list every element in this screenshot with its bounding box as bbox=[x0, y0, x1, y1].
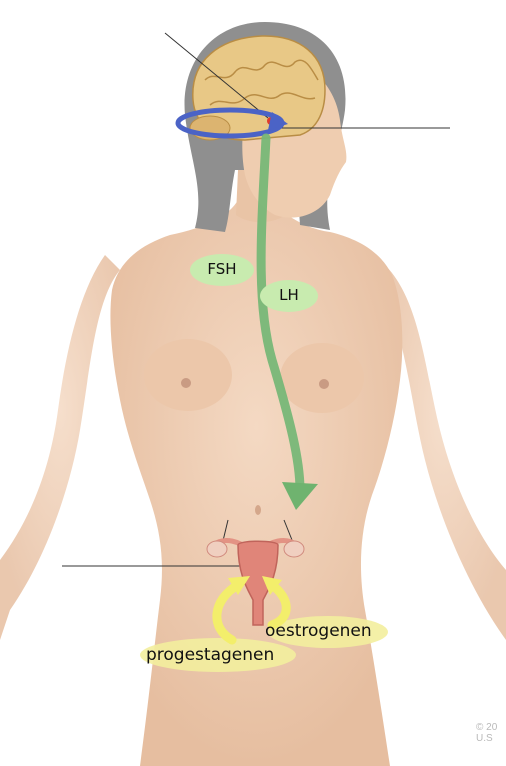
fsh-label: FSH bbox=[202, 260, 242, 278]
torso bbox=[110, 200, 402, 766]
progestagenen-label: progestagenen bbox=[146, 645, 274, 665]
left-ovary bbox=[207, 541, 227, 557]
left-breast bbox=[144, 339, 232, 411]
copyright-line-1: © 20 bbox=[476, 722, 506, 733]
left-arm bbox=[0, 255, 120, 640]
copyright-line-2: U.S bbox=[476, 733, 506, 744]
copyright-notice: © 20 U.S bbox=[476, 722, 506, 744]
right-ovary bbox=[284, 541, 304, 557]
navel bbox=[255, 505, 261, 515]
lh-label: LH bbox=[272, 286, 306, 304]
right-nipple bbox=[319, 379, 329, 389]
right-breast bbox=[280, 343, 364, 413]
left-nipple bbox=[181, 378, 191, 388]
oestrogenen-label: oestrogenen bbox=[265, 621, 372, 641]
